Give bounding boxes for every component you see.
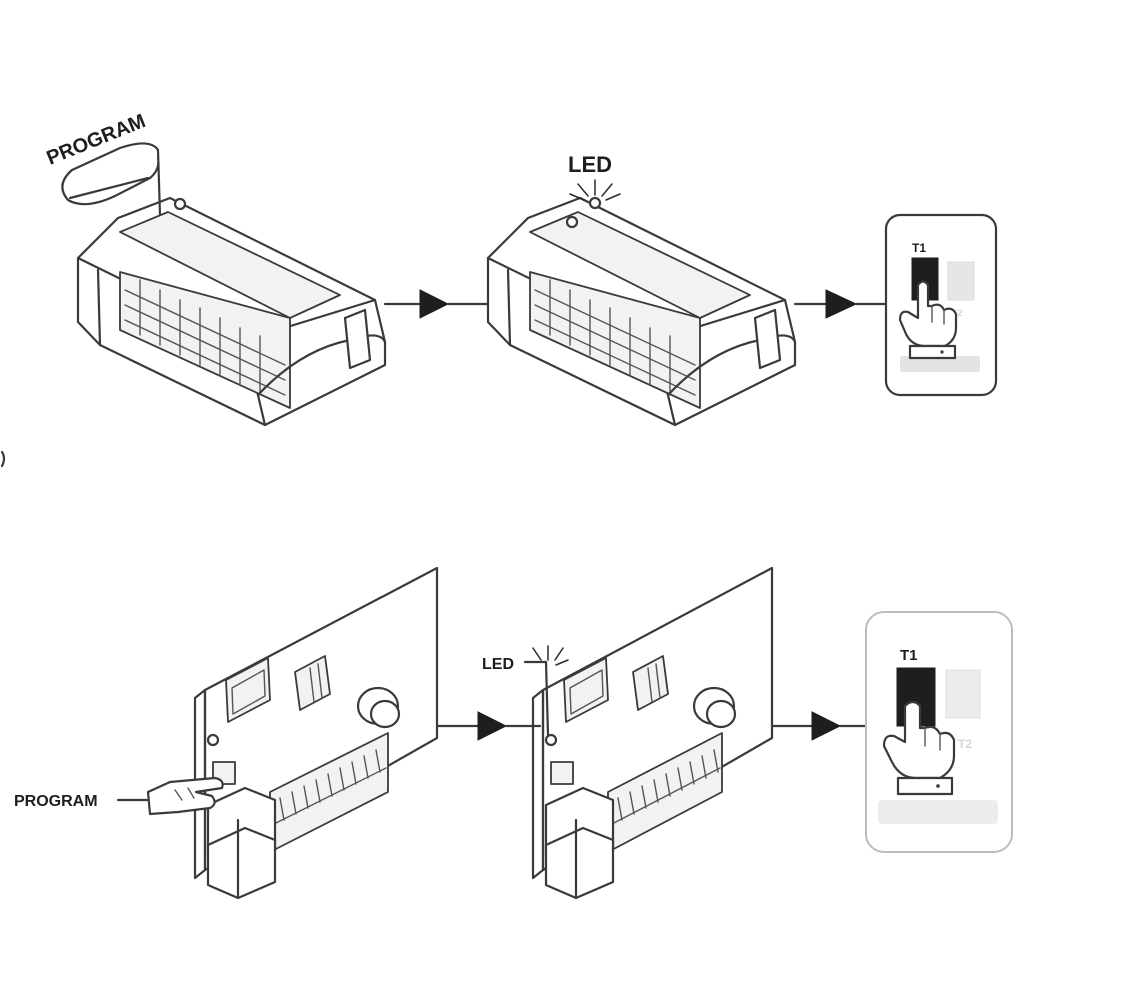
t1-label-bottom: T1 [900, 647, 918, 664]
hand-press-icon [898, 280, 958, 360]
arrow-right-icon [383, 289, 490, 319]
program-label-top: PROGRAM [44, 110, 149, 170]
led-label-bottom: LED [482, 656, 514, 673]
t1-label-top: T1 [912, 241, 926, 255]
arrow-right-icon [793, 289, 888, 319]
led-flash-icon [523, 645, 569, 737]
receiver-box-step1 [76, 196, 387, 427]
edge-mark [0, 450, 6, 468]
svg-text:T2: T2 [952, 308, 963, 318]
control-board-step1 [193, 566, 439, 900]
hand-press-icon [882, 700, 956, 796]
led-label-top: LED [568, 152, 612, 177]
receiver-box-step2 [486, 196, 797, 427]
arrow-right-icon [435, 711, 542, 741]
arrow-right-icon [770, 711, 868, 741]
hand-press-icon [146, 776, 224, 816]
wire-loop-icon [61, 142, 162, 217]
svg-text:T2: T2 [958, 737, 972, 751]
control-board-step2 [531, 566, 774, 900]
led-flash-icon [569, 179, 621, 201]
program-label-bottom: PROGRAM [14, 793, 98, 810]
